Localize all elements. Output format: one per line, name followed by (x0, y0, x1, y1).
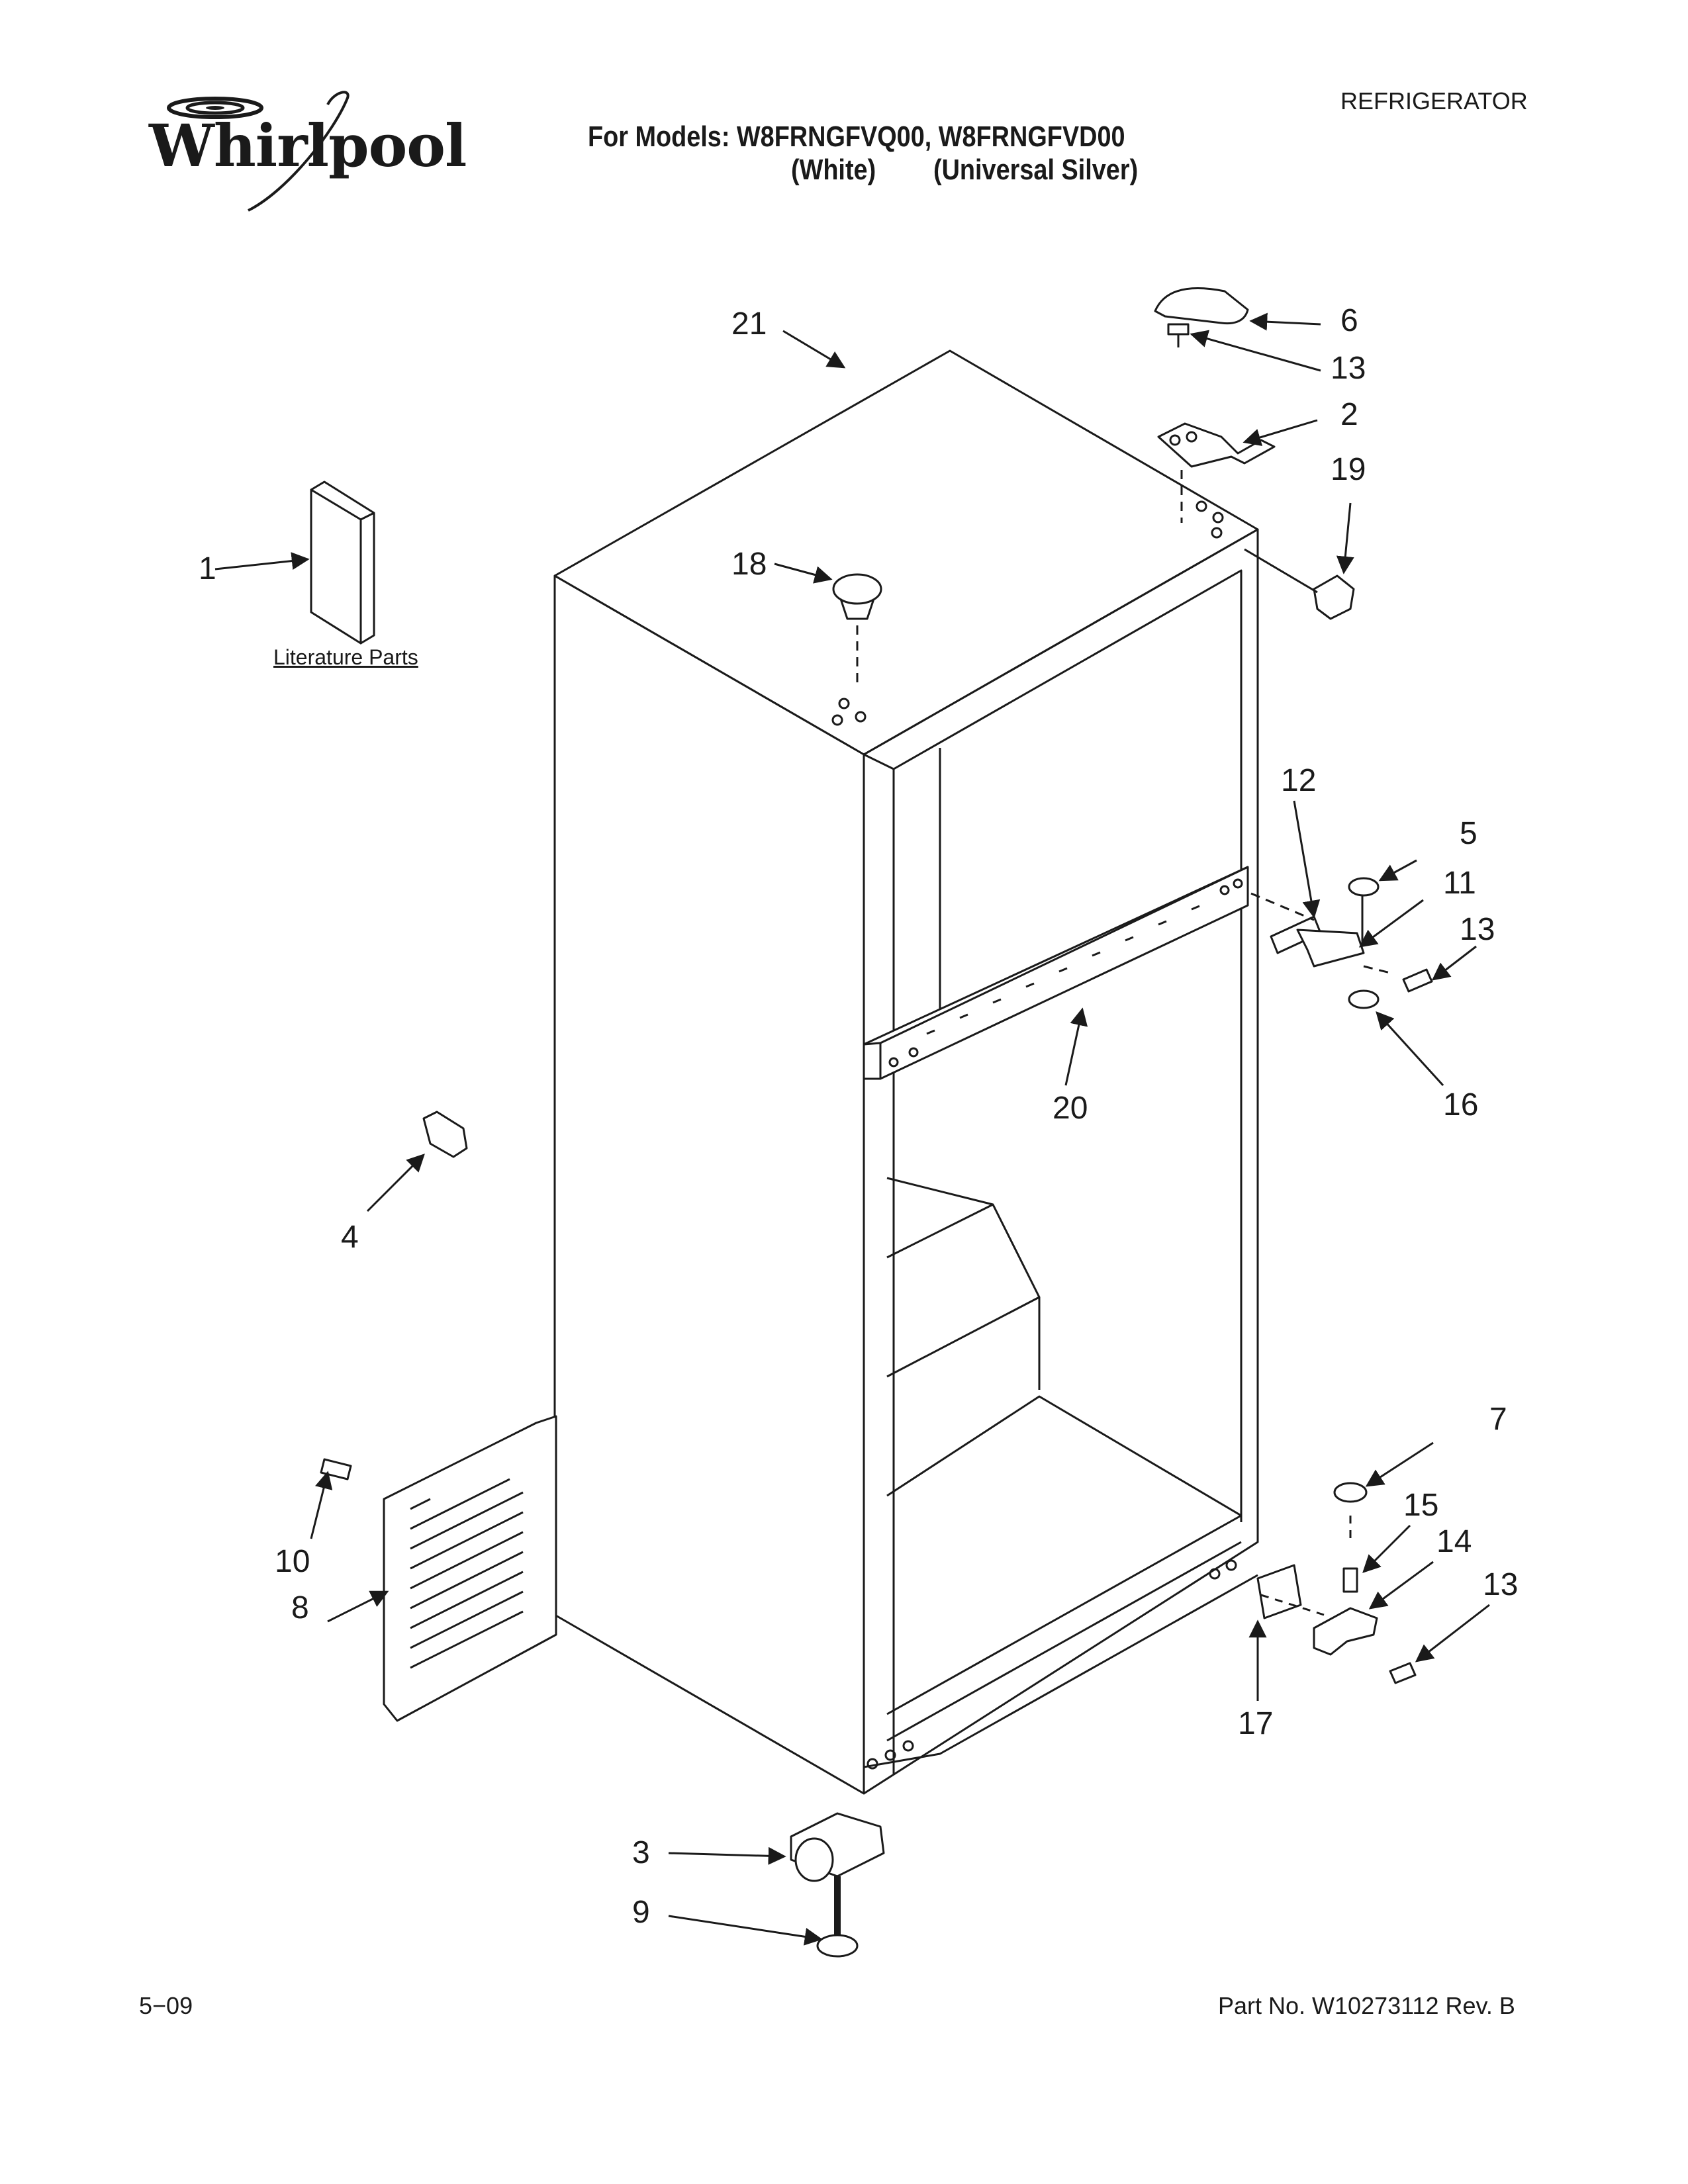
footer-part-number: Part No. W10273112 Rev. B (1218, 1992, 1515, 2019)
callout-2: 2 (1340, 397, 1358, 432)
rear-clip (422, 1111, 468, 1158)
callout-5: 5 (1460, 816, 1477, 851)
literature-booklet (310, 480, 375, 645)
logo-swirl-icon (167, 91, 350, 212)
models-line: For Models: W8FRNGFVQ00, W8FRNGFVD00 (588, 120, 1125, 153)
center-hinge-assembly (1270, 877, 1433, 1009)
callout-7: 7 (1489, 1402, 1507, 1437)
callout-1: 1 (199, 551, 216, 586)
callout-20: 20 (1053, 1091, 1088, 1126)
callout-21: 21 (731, 306, 767, 341)
divider-rail (863, 866, 1249, 1080)
bottom-bushing (1333, 1482, 1368, 1503)
callout-3: 3 (632, 1835, 650, 1870)
leveling-leg (816, 1876, 859, 1958)
panel-screw (320, 1458, 352, 1480)
footer-date: 5−09 (139, 1992, 193, 2019)
roller-assembly (790, 1812, 885, 1882)
bottom-hinge (1313, 1607, 1378, 1656)
cabinet (553, 349, 1259, 1795)
hinge-cover (1154, 287, 1249, 325)
callout-13-bottom: 13 (1483, 1567, 1518, 1602)
hole-plug (832, 573, 882, 620)
callout-8: 8 (291, 1590, 309, 1625)
variant-universal-silver: (Universal Silver) (933, 154, 1139, 186)
literature-parts-label: Literature Parts (273, 645, 418, 669)
callout-19: 19 (1331, 452, 1366, 487)
hinge-pin (1342, 1567, 1358, 1593)
logo-wordmark: Whirlpool (149, 111, 467, 180)
category-label: REFRIGERATOR (1340, 87, 1528, 114)
whirlpool-logo: Whirlpool (149, 111, 467, 180)
callout-14: 14 (1436, 1524, 1472, 1559)
callout-6: 6 (1340, 303, 1358, 338)
top-hinge (1157, 422, 1276, 468)
callout-16: 16 (1443, 1087, 1478, 1122)
callout-11: 11 (1443, 866, 1476, 901)
hinge-shim (1256, 1564, 1302, 1619)
callout-10: 10 (275, 1544, 310, 1579)
callout-9: 9 (632, 1895, 650, 1930)
variant-white: (White) (791, 154, 876, 186)
callout-13-middle: 13 (1460, 912, 1495, 947)
screw (1167, 323, 1190, 347)
callout-18: 18 (731, 547, 767, 582)
callout-4: 4 (341, 1220, 359, 1255)
leader-lines (214, 312, 1490, 1946)
door-stop (1313, 574, 1355, 620)
rear-access-panel (383, 1415, 557, 1722)
callout-17: 17 (1238, 1706, 1273, 1741)
callout-13-top: 13 (1331, 351, 1366, 386)
callout-12: 12 (1281, 763, 1316, 798)
callout-numbers: 1 6 13 2 19 18 21 12 5 11 13 16 20 4 7 1… (199, 303, 1518, 1930)
callout-15: 15 (1403, 1488, 1438, 1523)
hinge-screw (1389, 1662, 1417, 1684)
